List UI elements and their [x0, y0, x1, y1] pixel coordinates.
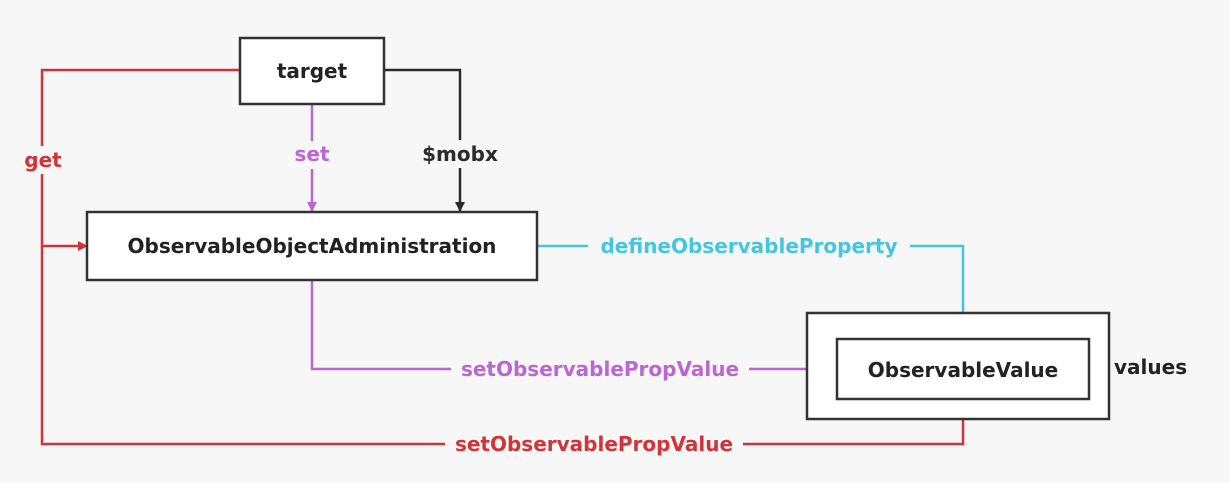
- node-observable-value-box: [835, 337, 1091, 401]
- edge-get-label-bg: [22, 146, 64, 174]
- edge-set-label-bg: [292, 141, 332, 169]
- node-observable-value-label: ObservableValue: [868, 358, 1058, 382]
- edge-mobx-label: $mobx: [422, 142, 498, 166]
- edge-get-label: get: [24, 148, 62, 172]
- edge-target-set-prop-label-bg: [445, 430, 743, 458]
- node-target-label: target: [277, 59, 348, 83]
- edge-admin-set-prop-label: setObservablePropValue: [461, 357, 739, 381]
- edge-admin-set-prop-label-bg: [451, 355, 749, 383]
- edge-target-set-prop-label: setObservablePropValue: [455, 432, 733, 456]
- node-values-container-label: values: [1114, 355, 1187, 379]
- node-admin-label: ObservableObjectAdministration: [128, 234, 497, 258]
- node-target-box: [238, 36, 386, 106]
- node-admin-box: [85, 210, 539, 282]
- edge-define-property-label-bg: [588, 232, 910, 260]
- edge-mobx-label-bg: [416, 140, 504, 168]
- edge-set-label: set: [294, 142, 329, 166]
- edge-define-property-label: defineObservableProperty: [600, 234, 897, 258]
